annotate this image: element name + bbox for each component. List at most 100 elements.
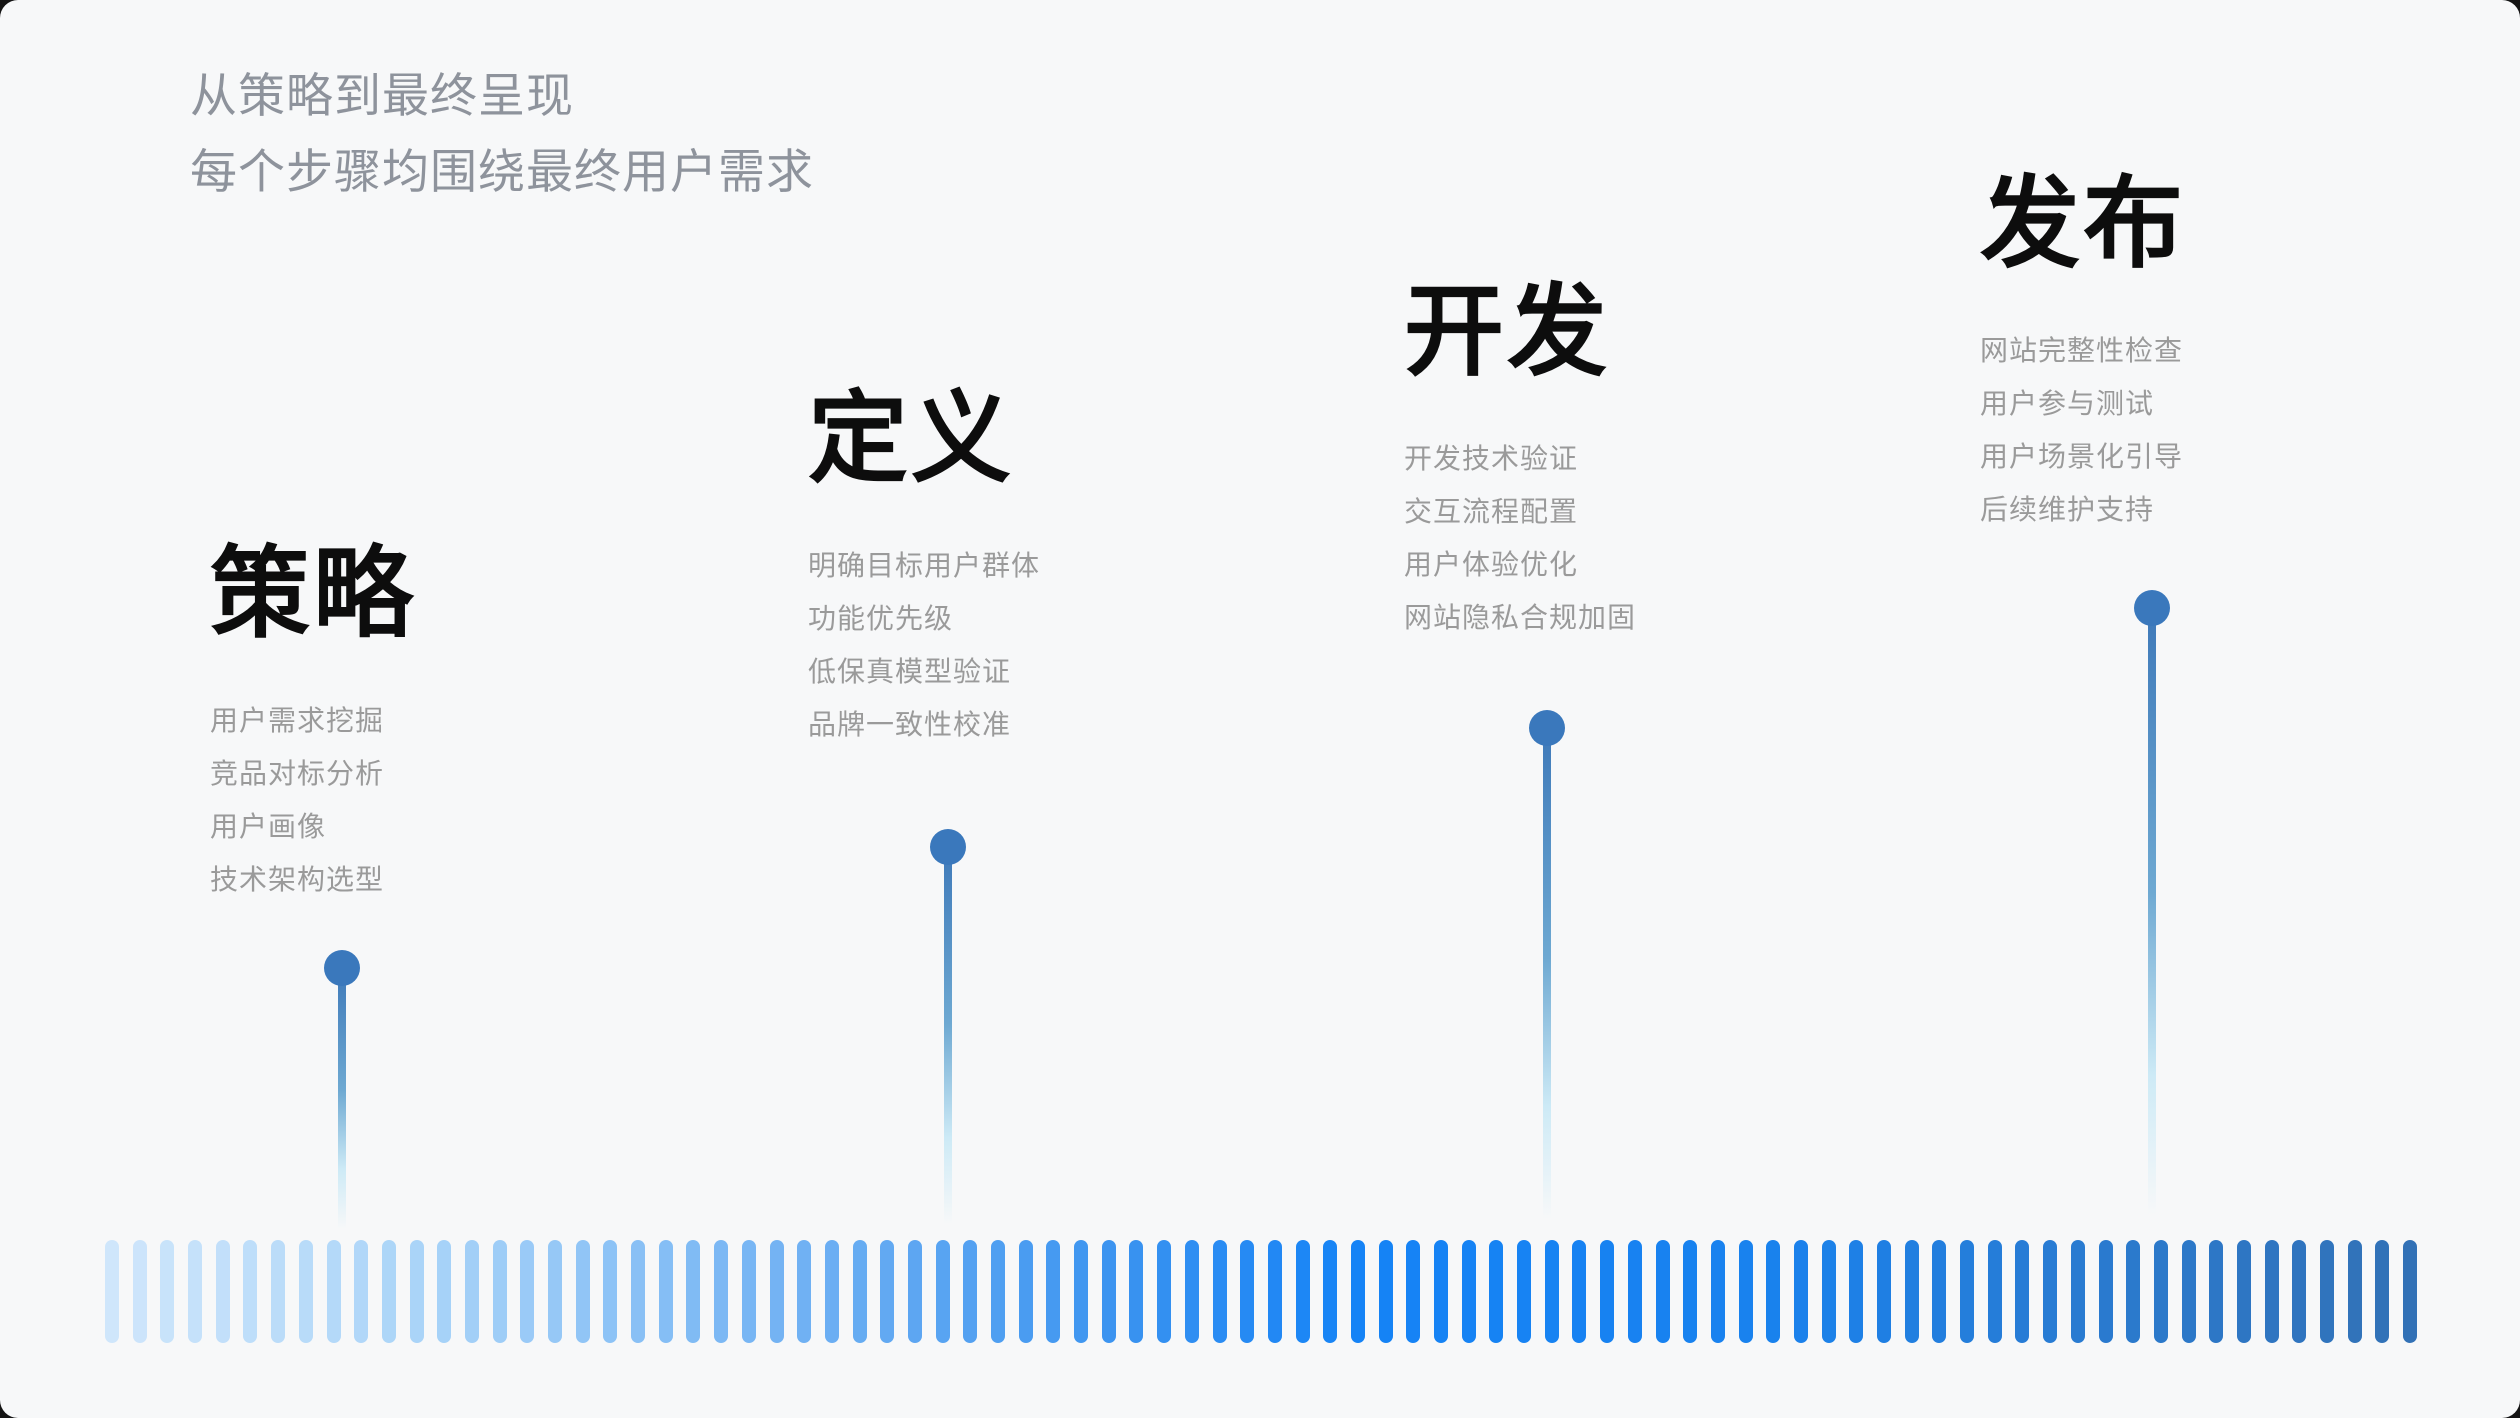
timeline-bar <box>991 1240 1005 1343</box>
timeline-bar <box>1101 1240 1116 1343</box>
timeline-bar <box>2209 1240 2224 1343</box>
timeline-bar <box>437 1240 452 1343</box>
timeline-bar <box>575 1240 590 1343</box>
stage-develop-title: 开发 <box>1404 276 1610 388</box>
timeline-bar <box>1766 1240 1781 1343</box>
stage-item: 技术架构选型 <box>210 864 385 895</box>
timeline-bar <box>1461 1240 1476 1343</box>
stage-launch-items: 网站完整性检查 用户参与测试 用户场景化引导 后续维护支持 <box>1980 324 2520 536</box>
timeline-bar <box>2153 1240 2168 1343</box>
stage-define-title: 定义 <box>808 383 1014 495</box>
timeline-bar <box>2292 1240 2307 1343</box>
timeline-stem-define <box>944 847 952 1240</box>
timeline-bar <box>1600 1240 1615 1343</box>
stage-item: 网站隐私合规加固 <box>1404 602 1637 633</box>
timeline-bar <box>1074 1240 1089 1343</box>
timeline-bar <box>1572 1240 1587 1343</box>
stage-define: 定义 明确目标用户群体 功能优先级 低保真模型验证 品牌一致性校准 <box>808 389 1368 751</box>
timeline-bar <box>520 1240 535 1343</box>
timeline-bar <box>1434 1240 1448 1343</box>
timeline-bar <box>1683 1240 1698 1343</box>
stage-item: 用户参与测试 <box>1980 388 2155 419</box>
timeline-bar <box>2098 1240 2113 1343</box>
timeline-bars <box>105 1240 2418 1343</box>
timeline-bar <box>1184 1240 1199 1343</box>
stage-item: 用户画像 <box>210 811 327 842</box>
timeline-bar <box>603 1240 618 1343</box>
stage-develop-items: 开发技术验证 交互流程配置 用户体验优化 网站隐私合规加固 <box>1404 432 1964 644</box>
stage-item: 竞品对标分析 <box>210 758 385 789</box>
timeline-bar <box>1960 1240 1975 1343</box>
stage-strategy-items: 用户需求挖掘 竞品对标分析 用户画像 技术架构选型 <box>210 694 770 906</box>
timeline-bar <box>1877 1240 1891 1343</box>
timeline-bar <box>492 1240 507 1343</box>
timeline-bar <box>1738 1240 1753 1343</box>
stage-item: 用户需求挖掘 <box>210 705 385 736</box>
timeline-bar <box>2403 1240 2418 1343</box>
timeline-bar <box>409 1240 424 1343</box>
stage-item: 用户场景化引导 <box>1980 441 2184 472</box>
timeline-bar <box>215 1240 230 1343</box>
timeline-bar <box>326 1240 341 1343</box>
timeline-bar <box>2126 1240 2141 1343</box>
timeline-bar <box>1267 1240 1282 1343</box>
timeline-bar <box>1018 1240 1033 1343</box>
stage-item: 明确目标用户群体 <box>808 550 1041 581</box>
stage-item: 用户体验优化 <box>1404 549 1579 580</box>
timeline-bar <box>548 1240 562 1343</box>
timeline-bar <box>271 1240 286 1343</box>
timeline-bar <box>741 1240 756 1343</box>
page-title: 从策略到最终呈现 每个步骤均围绕最终用户需求 <box>190 58 814 210</box>
timeline-bar <box>2015 1240 2030 1343</box>
timeline-bar <box>1544 1240 1559 1343</box>
timeline-dot-develop <box>1529 710 1565 746</box>
timeline-bar <box>824 1240 839 1343</box>
timeline-bar <box>298 1240 313 1343</box>
timeline-stem-launch <box>2148 608 2156 1240</box>
timeline-bar <box>1987 1240 2002 1343</box>
timeline-bar <box>2236 1240 2251 1343</box>
page-title-line1: 从策略到最终呈现 <box>190 69 574 122</box>
stage-item: 品牌一致性校准 <box>808 709 1012 740</box>
timeline-dot-launch <box>2134 590 2170 626</box>
stage-define-items: 明确目标用户群体 功能优先级 低保真模型验证 品牌一致性校准 <box>808 539 1368 751</box>
timeline-bar <box>1350 1240 1365 1343</box>
timeline-bar <box>1212 1240 1227 1343</box>
timeline-bar <box>188 1240 203 1343</box>
timeline-bar <box>354 1240 369 1343</box>
stage-strategy-title: 策略 <box>210 538 416 650</box>
timeline-bar <box>631 1240 646 1343</box>
page-title-line2: 每个步骤均围绕最终用户需求 <box>190 145 814 198</box>
timeline-bar <box>464 1240 479 1343</box>
timeline-stem-develop <box>1543 728 1551 1240</box>
timeline-bar <box>769 1240 784 1343</box>
timeline-bar <box>1932 1240 1947 1343</box>
timeline-bar <box>1904 1240 1919 1343</box>
timeline-bar <box>1406 1240 1421 1343</box>
timeline-bar <box>2181 1240 2196 1343</box>
timeline-bar <box>1046 1240 1061 1343</box>
stage-strategy: 策略 用户需求挖掘 竞品对标分析 用户画像 技术架构选型 <box>210 544 770 906</box>
timeline-bar <box>1240 1240 1255 1343</box>
timeline-bar <box>1517 1240 1532 1343</box>
timeline-bar <box>2347 1240 2362 1343</box>
timeline-bar <box>1295 1240 1310 1343</box>
timeline-bar <box>243 1240 258 1343</box>
timeline-bar <box>1849 1240 1864 1343</box>
timeline-bar <box>935 1240 950 1343</box>
stage-launch: 发布 网站完整性检查 用户参与测试 用户场景化引导 后续维护支持 <box>1980 174 2520 536</box>
stage-item: 功能优先级 <box>808 603 954 634</box>
stage-item: 交互流程配置 <box>1404 496 1579 527</box>
timeline-bar <box>714 1240 729 1343</box>
timeline-bar <box>658 1240 673 1343</box>
stage-item: 后续维护支持 <box>1980 494 2155 525</box>
timeline-bar <box>2320 1240 2334 1343</box>
timeline-bar <box>963 1240 978 1343</box>
timeline-bar <box>1157 1240 1172 1343</box>
timeline-bar <box>132 1240 147 1343</box>
timeline-bar <box>381 1240 396 1343</box>
timeline-bar <box>1821 1240 1836 1343</box>
stage-launch-title: 发布 <box>1980 168 2186 280</box>
stage-item: 开发技术验证 <box>1404 443 1579 474</box>
